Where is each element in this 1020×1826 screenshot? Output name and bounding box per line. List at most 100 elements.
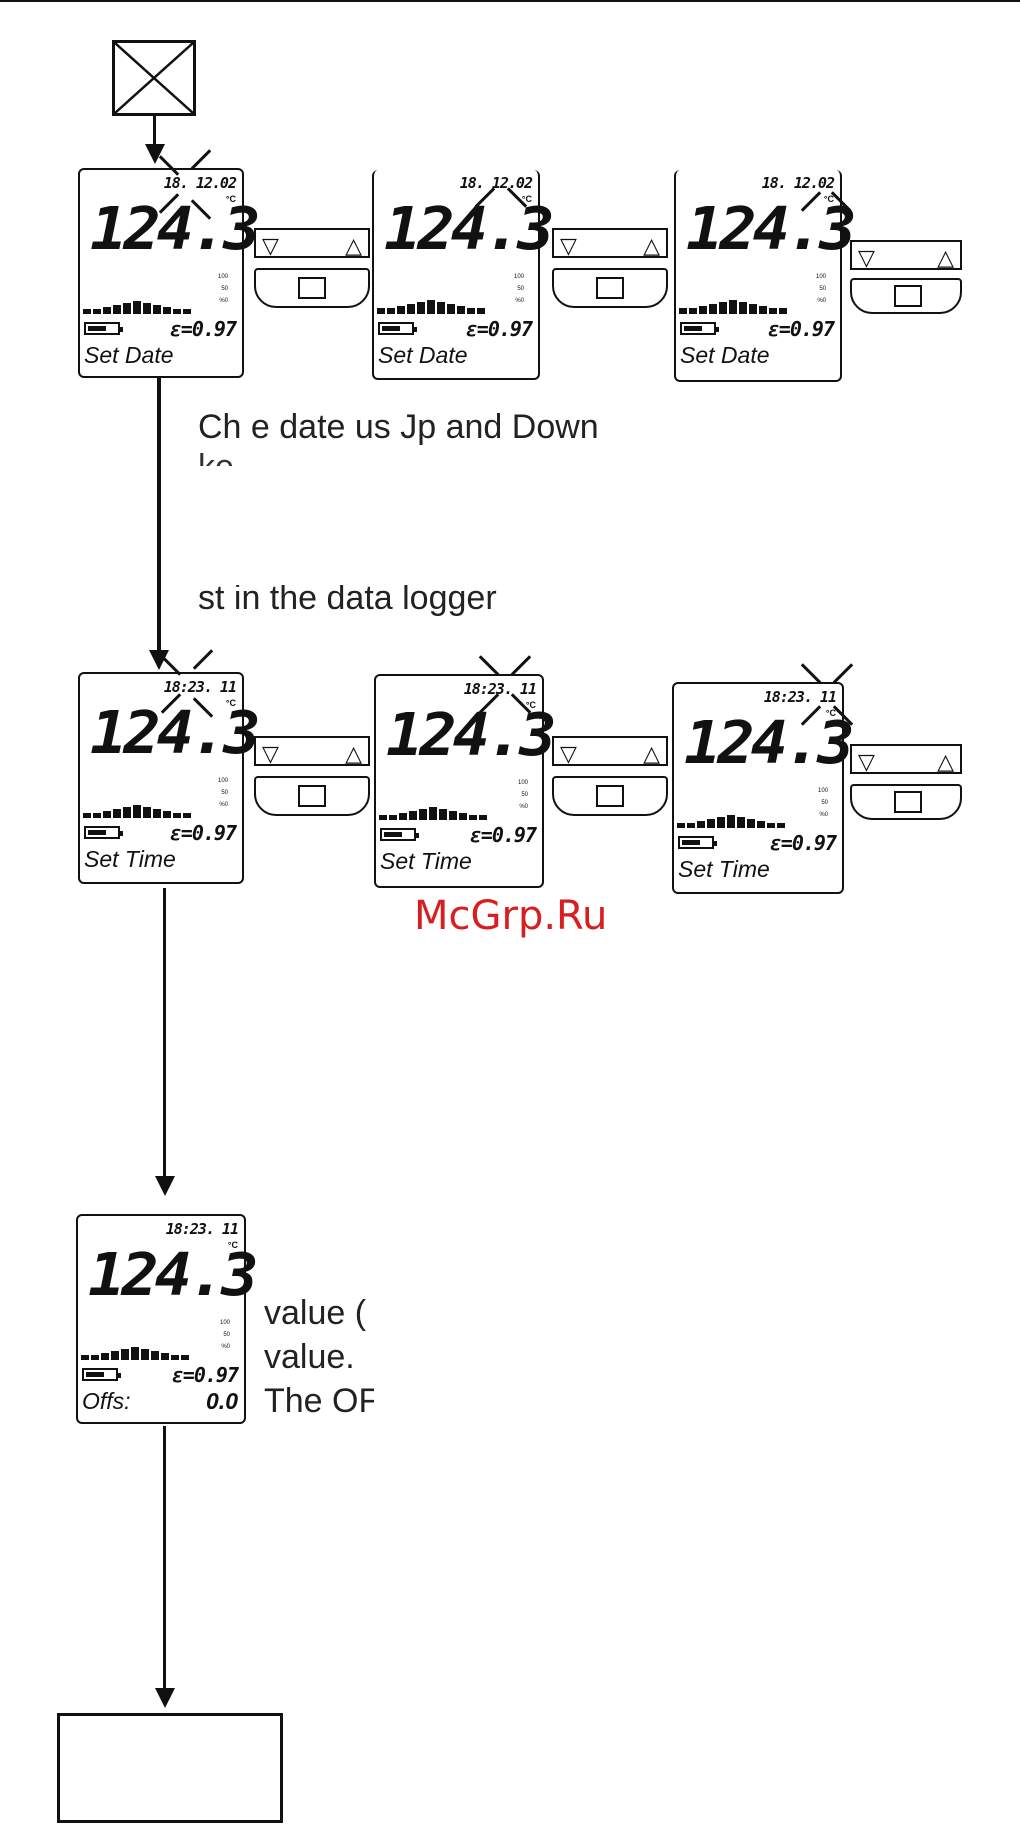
down-arrow-icon[interactable]: ▽	[262, 741, 279, 766]
scale-100: 100	[517, 780, 528, 786]
bargraph	[379, 806, 487, 820]
scale-0: %0	[219, 802, 228, 808]
top-rule	[0, 0, 1020, 2]
scale-50: 50	[819, 286, 826, 292]
lcd-set-time-3: 18:23. 11 °C 124.3 100 50 %0 ε=0.97 Set …	[672, 682, 855, 894]
blink-marker-icon	[158, 649, 218, 718]
enter-square-icon	[596, 277, 624, 299]
flow-arrowhead	[149, 650, 169, 670]
lcd-emissivity: ε=0.97	[171, 1363, 239, 1387]
lcd-date: 18. 12.02	[163, 174, 237, 192]
scale-100: 100	[217, 778, 228, 784]
bargraph	[677, 814, 785, 828]
scale-50: 50	[517, 286, 524, 292]
lcd-emissivity: ε=0.97	[769, 831, 837, 855]
blink-marker-icon	[476, 655, 536, 714]
scale-0: %0	[221, 1344, 230, 1350]
up-arrow-icon[interactable]: △	[345, 233, 362, 258]
lcd-label: Set Date	[378, 342, 468, 368]
lcd-reading: 124.3	[384, 193, 555, 264]
scale-100: 100	[217, 274, 228, 280]
battery-icon	[678, 836, 717, 849]
blink-marker-icon	[800, 180, 858, 220]
scale-50: 50	[821, 800, 828, 806]
lcd-set-date-1: 18. 12.02 °C 124.3 100 50 %0 ε=0.97 Set …	[78, 168, 261, 378]
battery-icon	[84, 826, 123, 839]
down-arrow-icon[interactable]: ▽	[560, 741, 577, 766]
enter-key[interactable]	[552, 268, 668, 308]
up-arrow-icon[interactable]: △	[937, 245, 954, 270]
lcd-label: Set Date	[84, 342, 174, 368]
lcd-reading: 124.3	[684, 707, 855, 778]
scale-0: %0	[817, 298, 826, 304]
scale-50: 50	[221, 790, 228, 796]
up-arrow-icon[interactable]: △	[937, 749, 954, 774]
scale-100: 100	[513, 274, 524, 280]
up-down-key[interactable]: ▽ △	[850, 744, 962, 774]
scale-0: %0	[219, 298, 228, 304]
lcd-date: 18. 12.02	[761, 174, 835, 192]
instruction-text-line-3: st in the data logger	[198, 585, 497, 617]
scale-50: 50	[221, 286, 228, 292]
enter-square-icon	[894, 285, 922, 307]
flow-arrowhead	[155, 1688, 175, 1708]
flow-line	[163, 888, 166, 1178]
lcd-unit: °C	[823, 194, 834, 204]
lcd-time: 18:23. 11	[463, 680, 537, 698]
bargraph	[83, 300, 191, 314]
lcd-date: 18. 12.02	[459, 174, 533, 192]
up-down-key[interactable]: ▽ △	[850, 240, 962, 270]
enter-key[interactable]	[254, 268, 370, 308]
up-arrow-icon[interactable]: △	[643, 741, 660, 766]
enter-square-icon	[894, 791, 922, 813]
scale-0: %0	[519, 804, 528, 810]
lcd-time: 18:23. 11	[165, 1220, 239, 1238]
battery-icon	[82, 1368, 121, 1381]
lcd-offset: 18:23. 11 °C 124.3 100 50 %0 ε=0.97 Offs…	[76, 1214, 259, 1424]
blink-marker-icon	[154, 149, 214, 220]
down-arrow-icon[interactable]: ▽	[858, 245, 875, 270]
lcd-emissivity: ε=0.97	[169, 317, 237, 341]
enter-key[interactable]	[850, 784, 962, 820]
up-down-key[interactable]: ▽ △	[552, 736, 668, 766]
flow-arrowhead	[155, 1176, 175, 1196]
scale-0: %0	[515, 298, 524, 304]
down-arrow-icon[interactable]: ▽	[858, 749, 875, 774]
start-symbol	[112, 40, 196, 116]
up-arrow-icon[interactable]: △	[643, 233, 660, 258]
enter-key[interactable]	[850, 278, 962, 314]
battery-icon	[84, 322, 123, 335]
blink-marker-icon	[798, 663, 858, 726]
lcd-set-date-2: 18. 12.02 °C 124.3 100 50 %0 ε=0.97 Set …	[372, 170, 555, 380]
bargraph	[377, 300, 485, 314]
lcd-offset-value: 0.0	[206, 1388, 238, 1414]
enter-key[interactable]	[552, 776, 668, 816]
up-arrow-icon[interactable]: △	[345, 741, 362, 766]
instruction-text-line-1: Ch e date us Jp and Down	[198, 408, 599, 446]
lcd-label: Offs:	[82, 1388, 131, 1414]
lcd-unit: °C	[525, 700, 536, 710]
down-arrow-icon[interactable]: ▽	[560, 233, 577, 258]
lcd-unit: °C	[225, 194, 236, 204]
scale-50: 50	[521, 792, 528, 798]
down-arrow-icon[interactable]: ▽	[262, 233, 279, 258]
scale-100: 100	[219, 1320, 230, 1326]
lcd-label: Set Time	[380, 848, 472, 874]
lcd-set-time-1: 18:23. 11 °C 124.3 100 50 %0 ε=0.97 Set …	[78, 672, 261, 884]
up-down-key[interactable]: ▽ △	[552, 228, 668, 258]
lcd-set-date-3: 18. 12.02 °C 124.3 100 50 %0 ε=0.97 Set …	[674, 170, 857, 382]
battery-icon	[378, 322, 417, 335]
lcd-unit: °C	[825, 708, 836, 718]
lcd-label: Set Time	[84, 846, 176, 872]
lcd-reading: 124.3	[90, 193, 261, 264]
up-down-key[interactable]: ▽ △	[254, 228, 370, 258]
up-down-key[interactable]: ▽ △	[254, 736, 370, 766]
bargraph	[83, 804, 191, 818]
lcd-label: Set Date	[680, 342, 770, 368]
lcd-reading: 124.3	[90, 697, 261, 768]
lcd-emissivity: ε=0.97	[465, 317, 533, 341]
scale-50: 50	[223, 1332, 230, 1338]
enter-key[interactable]	[254, 776, 370, 816]
end-box	[57, 1713, 283, 1823]
enter-square-icon	[596, 785, 624, 807]
